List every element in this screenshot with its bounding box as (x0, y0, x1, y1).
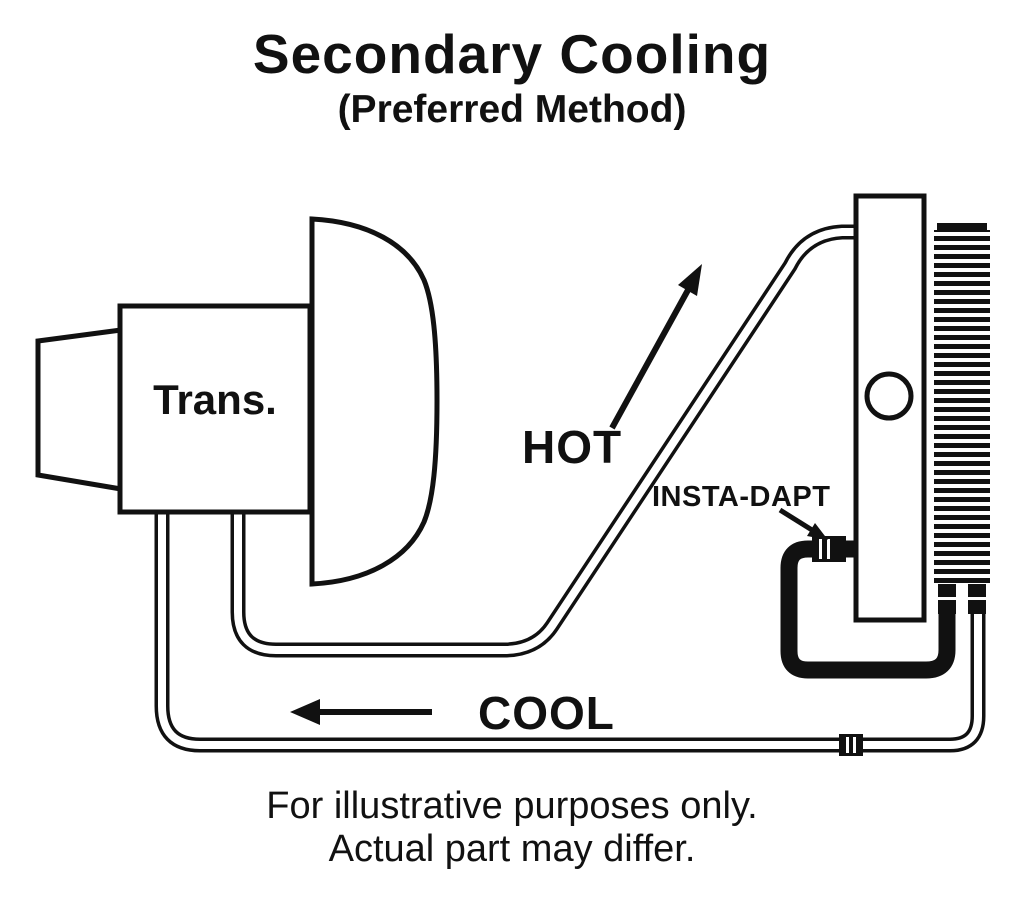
inline-fitting (839, 734, 863, 756)
footer-note-line1: For illustrative purposes only. (266, 785, 758, 827)
fitting-right (968, 584, 986, 614)
insta-dapt-pointer-arrow (778, 507, 828, 540)
transmission-body (117, 303, 313, 515)
page-title: Secondary Cooling (252, 23, 772, 85)
cool-flow-arrow (290, 699, 432, 725)
hot-flow-arrow (609, 264, 702, 430)
tail-shaft (35, 327, 124, 492)
page-subtitle: (Preferred Method) (337, 88, 687, 131)
hot-label: HOT (522, 421, 623, 473)
cooler-fins (934, 230, 990, 586)
radiator-tank (853, 193, 927, 623)
footer-note-line2: Actual part may differ. (328, 828, 696, 870)
cool-label: COOL (478, 687, 615, 739)
return-hose (154, 505, 986, 753)
transmission-label: Trans. (153, 376, 277, 423)
fin-cap (937, 223, 987, 233)
insta-dapt-fitting (812, 536, 846, 562)
connector-hose (780, 540, 956, 679)
hot-hose (230, 224, 862, 658)
filler-neck-circle (864, 371, 914, 421)
bell-housing (309, 216, 440, 587)
fitting-left (938, 584, 956, 614)
insta-dapt-label: INSTA-DAPT (652, 481, 831, 513)
